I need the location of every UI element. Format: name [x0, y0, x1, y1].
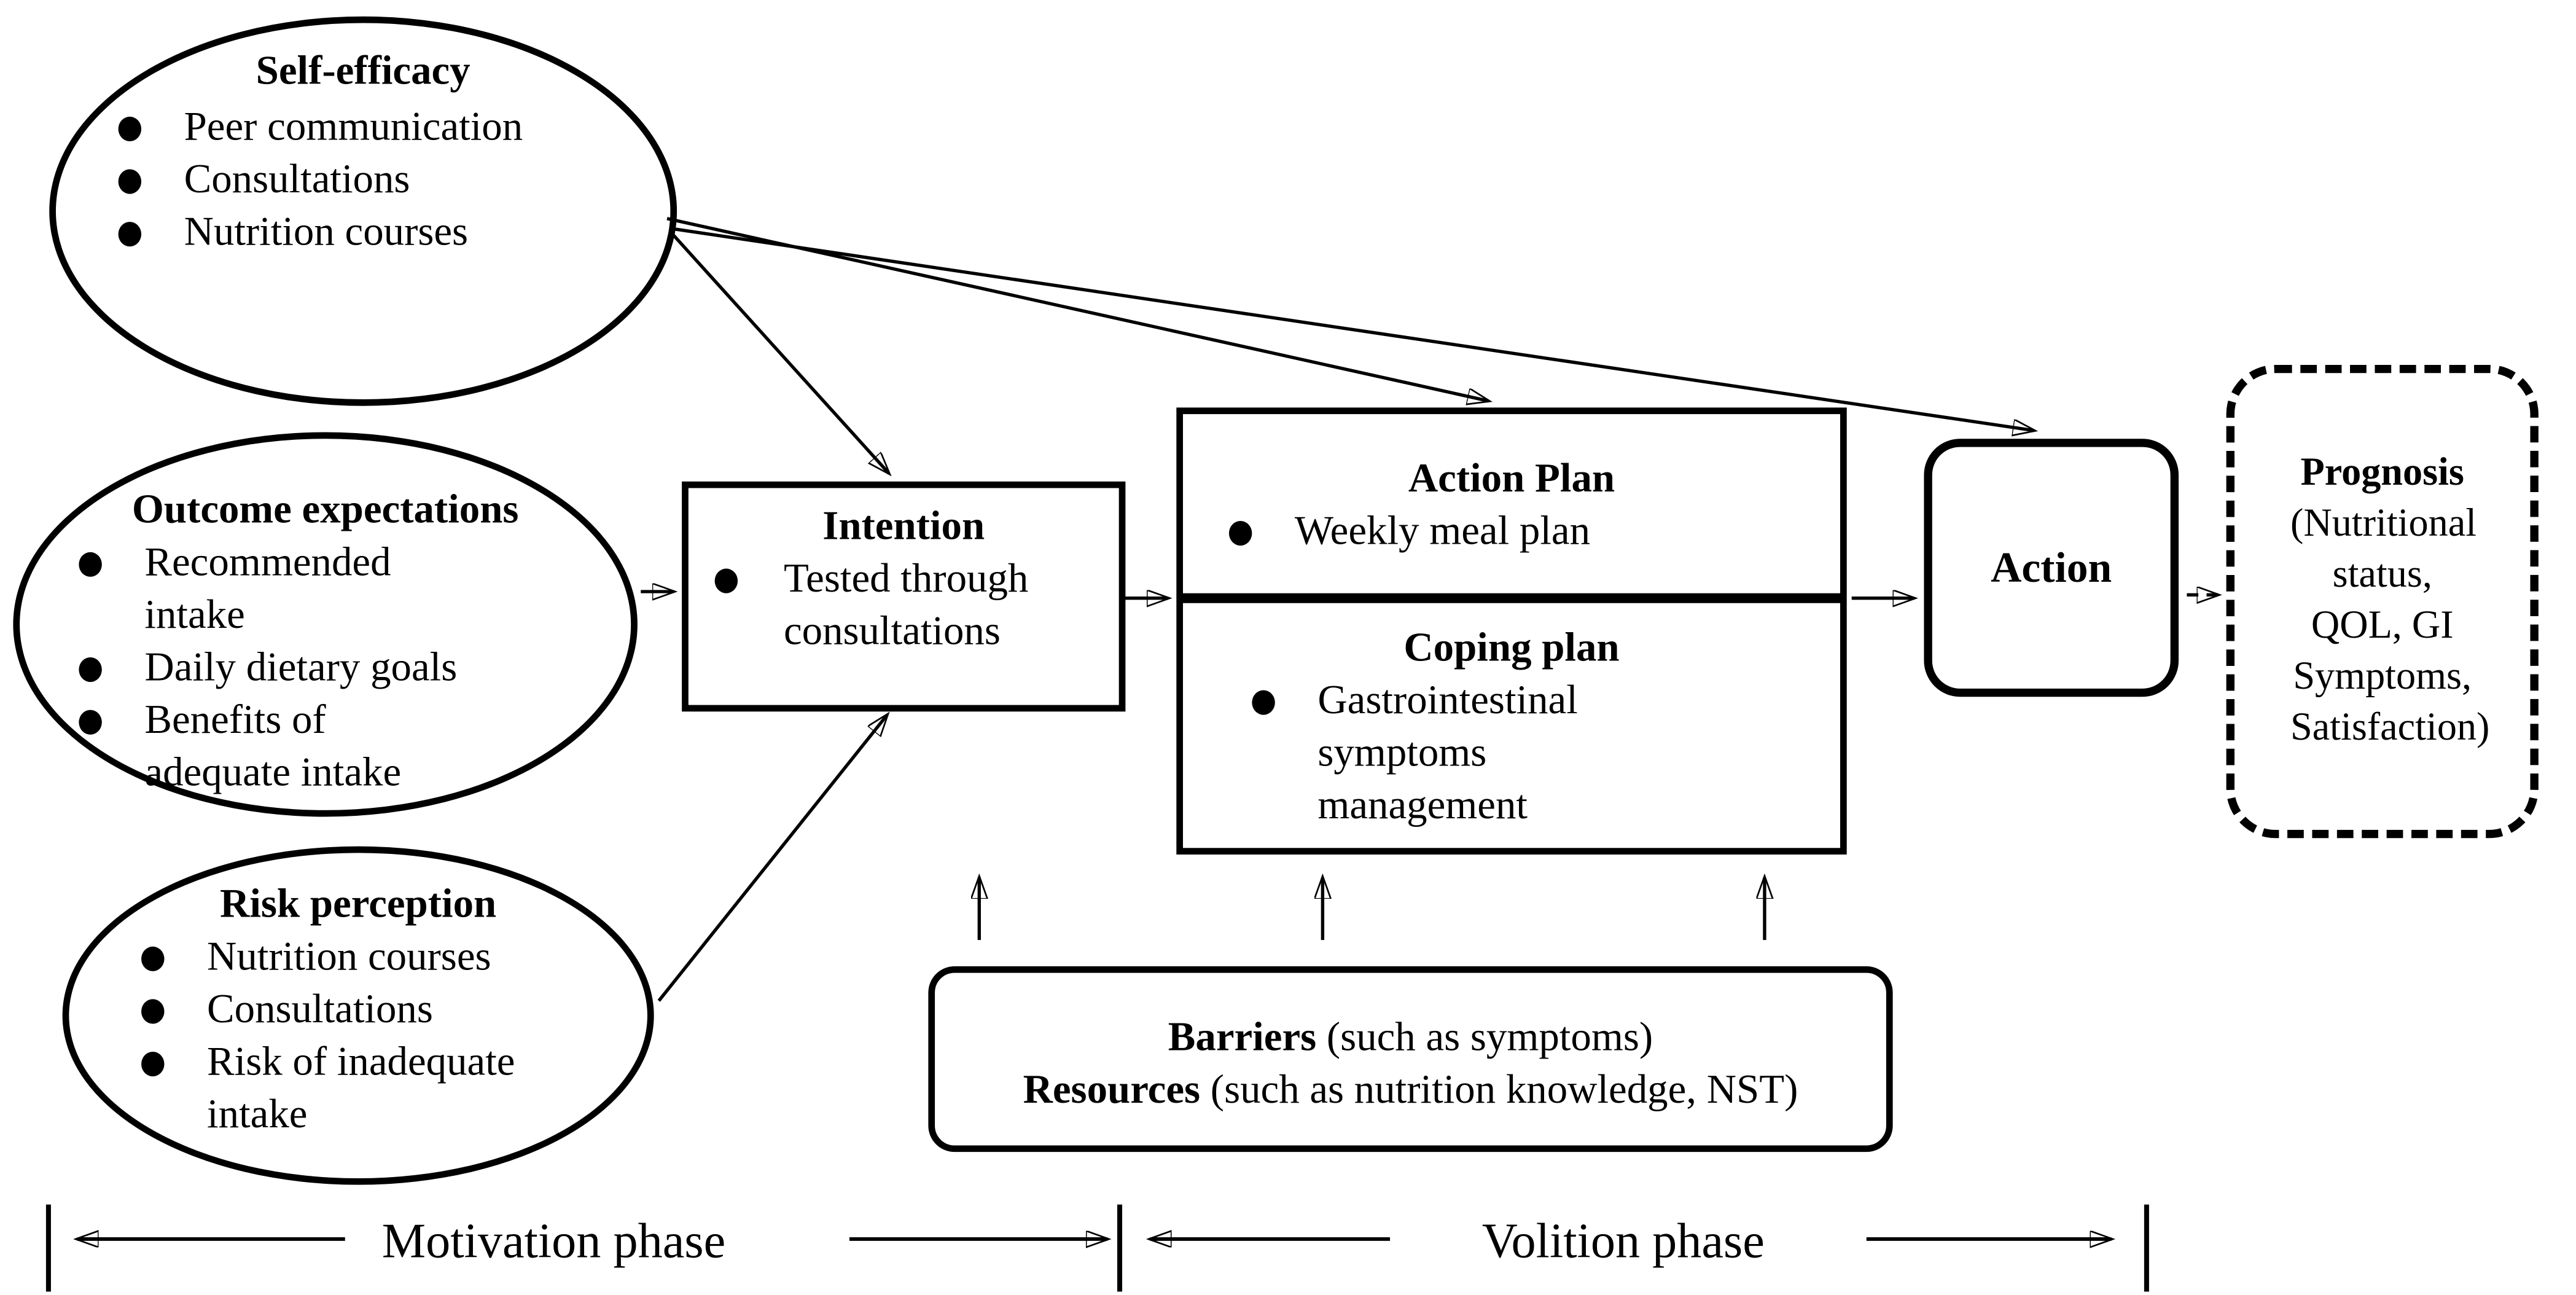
node-outcome-expectations: Outcome expectations Recommended intake … — [13, 432, 638, 817]
bullet-dot — [141, 946, 165, 971]
list-item-label: Daily dietary goals — [144, 646, 458, 691]
risk-perception-title: Risk perception — [220, 882, 497, 927]
node-prognosis: Prognosis (Nutritional status, QOL, GI S… — [2226, 364, 2539, 839]
resources-label: Resources — [1023, 1068, 1201, 1113]
list-item: Daily dietary goals — [69, 643, 480, 695]
list-item-label: Gastrointestinal symptoms management — [1317, 678, 1578, 829]
node-self-efficacy: Self-efficacy Peer communication Consult… — [49, 16, 677, 406]
list-item-label: Peer communication — [184, 105, 523, 150]
list-item: Weekly meal plan — [1219, 506, 1840, 559]
intention-title: Intention — [822, 504, 985, 549]
resources-line: Resources (such as nutrition knowledge, … — [935, 1065, 1886, 1117]
resources-note: (such as nutrition knowledge, NST) — [1200, 1068, 1798, 1113]
list-item: Recommended intake — [69, 538, 480, 643]
list-item: Consultations — [109, 154, 602, 207]
prognosis-details: (Nutritional status, QOL, GI Symptoms, S… — [2290, 503, 2490, 749]
node-action-coping-plans: Action Plan Weekly meal plan Coping plan… — [1176, 407, 1847, 855]
coping-plan-section: Coping plan Gastrointestinal symptoms ma… — [1183, 603, 1840, 834]
list-item: Tested through consultations — [705, 554, 1080, 659]
node-intention: Intention Tested through consultations — [682, 481, 1126, 712]
bullet-dot — [118, 116, 142, 142]
arrow-self-efficacy-to-action — [670, 227, 2034, 431]
list-item-label: Tested through consultations — [783, 557, 1029, 654]
list-item-label: Consultations — [184, 157, 410, 203]
arrow-self-efficacy-to-action-plan — [666, 217, 1489, 401]
list-item-label: Nutrition courses — [184, 210, 469, 255]
list-item: Peer communication — [109, 102, 602, 155]
list-item-label: Benefits of adequate intake — [144, 698, 402, 796]
bullet-dot — [118, 222, 142, 247]
bullet-dot — [79, 710, 102, 735]
list-item: Gastrointestinal symptoms management — [1242, 675, 1679, 833]
plans-divider — [1183, 593, 1840, 603]
barriers-note: (such as symptoms) — [1316, 1015, 1653, 1060]
action-plan-title: Action Plan — [1408, 456, 1615, 501]
bullet-dot — [141, 1052, 165, 1077]
bullet-dot — [118, 169, 142, 194]
self-efficacy-title: Self-efficacy — [256, 49, 470, 94]
list-item: Benefits of adequate intake — [69, 695, 480, 800]
bullet-dot — [714, 568, 738, 593]
node-barriers-resources: Barriers (such as symptoms) Resources (s… — [928, 966, 1893, 1152]
action-title: Action — [1991, 543, 2112, 591]
motivation-phase-label: Motivation phase — [381, 1214, 726, 1269]
bullet-dot — [1228, 520, 1252, 546]
arrow-risk-to-intention — [657, 715, 888, 1002]
node-action: Action — [1924, 439, 2179, 697]
bullet-dot — [141, 999, 165, 1024]
list-item: Nutrition courses — [131, 932, 526, 985]
list-item: Consultations — [131, 984, 526, 1037]
action-plan-section: Action Plan Weekly meal plan — [1183, 414, 1840, 593]
arrow-self-efficacy-to-intention — [669, 230, 889, 473]
list-item: Nutrition courses — [109, 207, 602, 260]
list-item-label: Nutrition courses — [207, 935, 491, 980]
list-item-label: Weekly meal plan — [1294, 509, 1591, 554]
coping-plan-title: Coping plan — [1403, 626, 1620, 671]
outcome-expectations-title: Outcome expectations — [131, 488, 519, 533]
volition-phase-label: Volition phase — [1481, 1214, 1765, 1269]
bullet-dot — [1252, 690, 1275, 715]
prognosis-title: Prognosis — [2300, 452, 2464, 495]
node-risk-perception: Risk perception Nutrition courses Consul… — [62, 846, 654, 1185]
barriers-label: Barriers — [1168, 1015, 1317, 1060]
list-item-label: Consultations — [207, 987, 433, 1032]
list-item-label: Risk of inadequate intake — [207, 1040, 515, 1138]
barriers-line: Barriers (such as symptoms) — [935, 973, 1886, 1065]
bullet-dot — [79, 657, 102, 683]
list-item-label: Recommended intake — [144, 541, 391, 638]
bullet-dot — [79, 552, 102, 577]
list-item: Risk of inadequate intake — [131, 1037, 526, 1142]
